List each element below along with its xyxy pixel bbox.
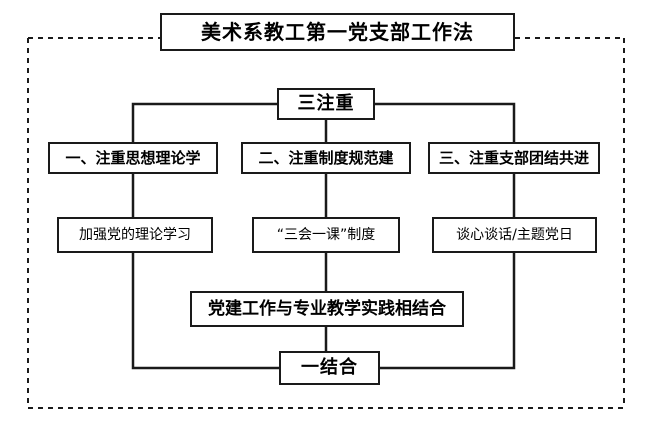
node-integration-detail[interactable]: 党建工作与专业教学实践相结合 bbox=[190, 291, 464, 327]
connector-lines bbox=[131, 102, 516, 370]
node-action-2-label: “三会一课”制度 bbox=[276, 227, 376, 243]
node-action-1[interactable]: 加强党的理论学习 bbox=[57, 217, 213, 253]
node-integration-detail-label: 党建工作与专业教学实践相结合 bbox=[208, 298, 446, 319]
node-focus-2-label: 二、注重制度规范建 bbox=[258, 148, 394, 167]
node-focus-2[interactable]: 二、注重制度规范建 bbox=[241, 142, 411, 174]
connector-action-1-to-one-integration bbox=[131, 253, 279, 370]
node-action-1-label: 加强党的理论学习 bbox=[79, 227, 191, 243]
node-action-2[interactable]: “三会一课”制度 bbox=[252, 217, 400, 253]
node-one-integration-label: 一结合 bbox=[301, 357, 358, 378]
node-one-integration[interactable]: 一结合 bbox=[279, 351, 380, 385]
connector-three-focus-to-focus-3 bbox=[375, 102, 516, 142]
node-title[interactable]: 美术系教工第一党支部工作法 bbox=[160, 13, 515, 51]
outer-dashed-border bbox=[27, 37, 625, 409]
node-action-3[interactable]: 谈心谈话/主题党日 bbox=[432, 217, 597, 253]
node-focus-3-label: 三、注重支部团结共进 bbox=[438, 148, 589, 167]
node-three-focus[interactable]: 三注重 bbox=[277, 88, 375, 120]
node-action-3-label: 谈心谈话/主题党日 bbox=[456, 227, 573, 243]
node-focus-1[interactable]: 一、注重思想理论学 bbox=[48, 142, 218, 174]
node-focus-1-label: 一、注重思想理论学 bbox=[65, 148, 201, 167]
node-three-focus-label: 三注重 bbox=[297, 93, 355, 114]
node-title-label: 美术系教工第一党支部工作法 bbox=[201, 20, 474, 44]
connector-three-focus-to-focus-1 bbox=[131, 102, 277, 142]
connector-action-3-to-one-integration bbox=[380, 253, 516, 370]
node-focus-3[interactable]: 三、注重支部团结共进 bbox=[428, 142, 600, 174]
